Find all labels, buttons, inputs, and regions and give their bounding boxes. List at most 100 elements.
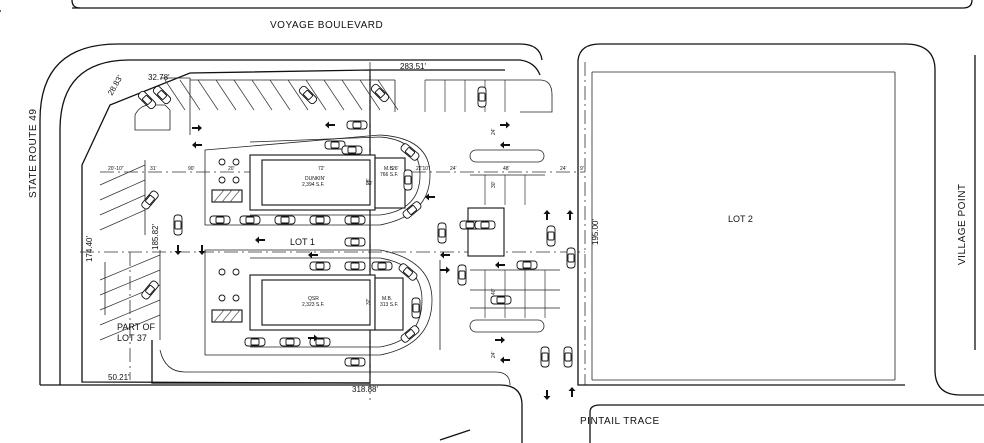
car	[437, 222, 447, 244]
dim-north-frontage: 283.51'	[400, 62, 426, 71]
car	[474, 220, 496, 230]
street-label-north: VOYAGE BOULEVARD	[270, 20, 383, 31]
dim-west-total: 174.40'	[85, 236, 94, 262]
traffic-arrow-icon	[308, 251, 318, 259]
car	[344, 261, 366, 271]
car	[540, 346, 550, 368]
dim-9: 9'	[580, 166, 584, 172]
part-of-lot-37-label-line2: LOT 37	[117, 333, 147, 343]
dim-corner-top: 32.78'	[148, 73, 170, 82]
car	[209, 215, 231, 225]
part-of-lot-37-label-line1: PART OF	[117, 322, 156, 332]
traffic-arrow-icon	[255, 236, 265, 244]
car	[309, 215, 331, 225]
dim-31: 31'	[150, 166, 157, 172]
parked-cars	[137, 83, 576, 368]
dim-corner-diag: 28.83'	[106, 73, 125, 97]
car	[274, 215, 296, 225]
car	[516, 260, 538, 270]
lot-1-label: LOT 1	[290, 237, 315, 247]
traffic-arrow-icon	[440, 266, 450, 274]
car	[137, 90, 157, 110]
traffic-arrow-icon	[425, 193, 435, 201]
dim-32: 32'	[366, 298, 372, 305]
traffic-arrow-icon	[495, 261, 505, 269]
car	[457, 264, 467, 286]
retail-bottom-name: M.B.	[382, 296, 392, 302]
car	[344, 357, 366, 367]
car	[239, 215, 261, 225]
car	[324, 140, 346, 150]
dim-lot2-west: 195.00'	[591, 219, 600, 245]
traffic-arrow-icon	[568, 387, 576, 397]
dim-33: 33'	[366, 181, 373, 187]
car	[477, 86, 487, 108]
car	[563, 346, 573, 368]
street-label-east: VILLAGE POINT	[957, 183, 968, 265]
street-label-south: PINTAIL TRACE	[580, 416, 660, 427]
car	[400, 143, 420, 161]
dim-24b: 24'	[560, 166, 567, 172]
dim-72: 72'	[318, 166, 325, 172]
car	[398, 263, 418, 281]
car	[411, 297, 421, 319]
dim-20: 20'	[228, 166, 235, 172]
patio-tables	[218, 158, 240, 302]
qsr-name: QSR	[308, 296, 319, 302]
traffic-arrow-icon	[500, 141, 510, 149]
dim-90: 90'	[188, 166, 195, 172]
property-boundary	[80, 62, 586, 400]
dim-20-10: 20'-10"	[108, 166, 124, 172]
dim-west-inner: 185.82'	[151, 224, 160, 250]
dim-28: 28'	[366, 178, 372, 185]
car	[173, 214, 183, 236]
dim-south-frontage: 318.88'	[352, 385, 378, 394]
car	[402, 201, 422, 219]
retail-top-area: 766 S.F.	[380, 172, 398, 178]
car	[279, 337, 301, 347]
qsr-area: 2,323 S.F.	[302, 302, 325, 308]
building-dunkin	[249, 154, 376, 211]
dim-30: 30'	[491, 181, 497, 188]
traffic-arrow-icon	[192, 124, 202, 132]
traffic-arrow-icon	[543, 390, 551, 400]
car	[546, 225, 556, 247]
car	[152, 85, 172, 105]
dim-sw-corner: 50.21'	[108, 373, 130, 382]
dim-24a: 24'	[450, 166, 457, 172]
car	[141, 190, 159, 210]
dim-26: 26'	[392, 166, 399, 172]
car	[566, 247, 576, 269]
dim-40: 40'	[491, 288, 497, 295]
traffic-arrow-icon	[500, 121, 510, 129]
traffic-arrow-icon	[198, 245, 206, 255]
car	[490, 295, 512, 305]
building-qsr	[249, 274, 376, 331]
traffic-arrow-icon	[500, 356, 510, 364]
car	[309, 337, 331, 347]
car	[370, 83, 390, 103]
dumpster-enclosure-top	[211, 189, 243, 203]
traffic-arrow-icon	[325, 121, 335, 129]
car	[309, 261, 331, 271]
dim-22-10: 22'10"	[416, 166, 430, 172]
traffic-arrow-icon	[543, 210, 551, 220]
parking-layout	[99, 60, 905, 386]
dumpster-enclosure-bottom	[211, 309, 243, 323]
traffic-arrow-icon	[440, 251, 450, 259]
traffic-arrow-icon	[566, 210, 574, 220]
dim-48: 48'	[503, 166, 510, 172]
traffic-arrow-icon	[192, 141, 202, 149]
dim-24-top: 24'	[491, 128, 497, 135]
traffic-arrows	[174, 121, 576, 400]
traffic-arrow-icon	[174, 245, 182, 255]
traffic-arrow-icon	[495, 336, 505, 344]
car	[344, 215, 366, 225]
car	[244, 337, 266, 347]
car	[298, 85, 318, 105]
car	[346, 120, 368, 130]
car	[400, 325, 420, 343]
dim-24-bottom: 24'	[491, 351, 497, 358]
retail-bottom-area: 313 S.F.	[380, 302, 398, 308]
